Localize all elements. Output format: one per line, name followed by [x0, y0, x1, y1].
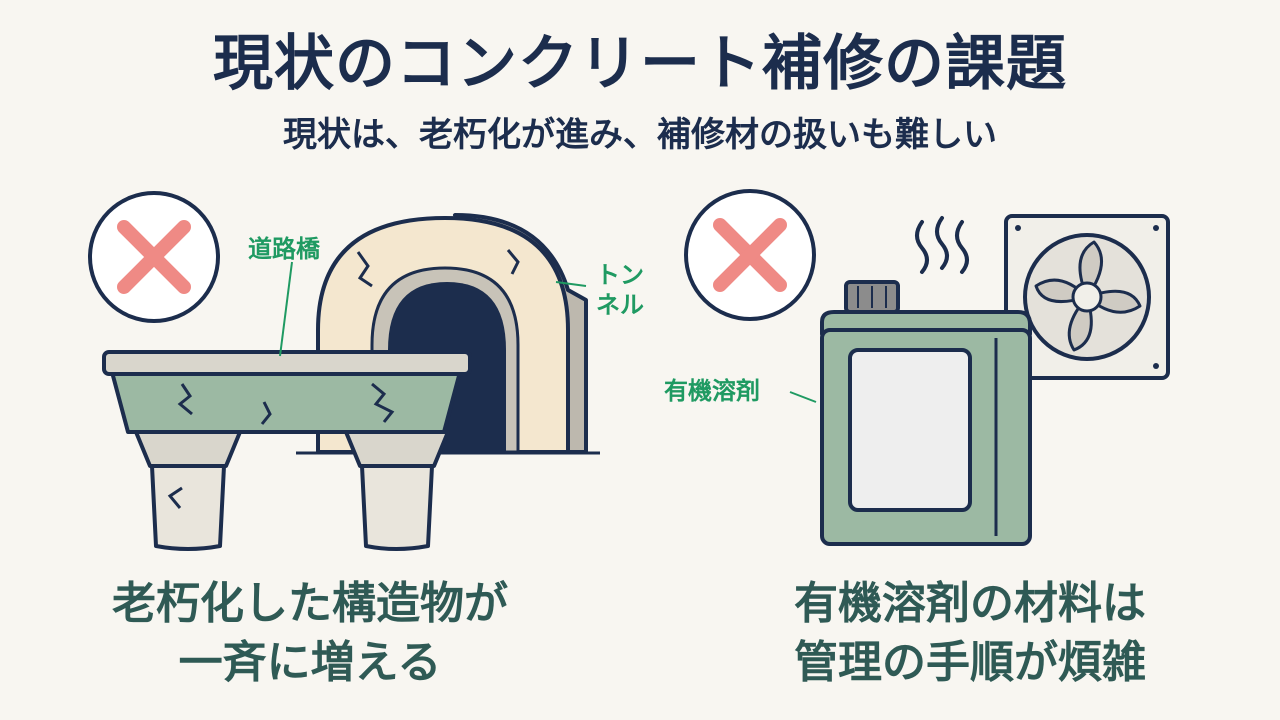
- page-subtitle: 現状は、老朽化が進み、補修材の扱いも難しい: [283, 115, 997, 155]
- cross-mark-icon: [88, 191, 220, 323]
- right-caption: 有機溶剤の材料は 管理の手順が煩雑: [720, 574, 1220, 693]
- label-tunnel-line2: ネル: [596, 291, 644, 319]
- right-caption-line2: 管理の手順が煩雑: [794, 637, 1146, 689]
- left-caption: 老朽化した構造物が 一斉に増える: [60, 574, 560, 693]
- leader-tunnel: [555, 281, 587, 287]
- leader-bridge: [279, 261, 293, 357]
- solvent-can-icon: [820, 280, 1032, 546]
- label-solvent: 有機溶剤: [664, 377, 760, 405]
- right-caption-line1: 有機溶剤の材料は: [794, 578, 1146, 629]
- bridge-icon: [102, 350, 472, 551]
- left-caption-line2: 一斉に増える: [178, 637, 442, 689]
- page-title: 現状のコンクリート補修の課題: [213, 29, 1067, 99]
- fumes-icon: [915, 216, 969, 274]
- label-tunnel-line1: トン: [596, 261, 644, 289]
- label-bridge: 道路橋: [248, 235, 320, 263]
- leader-solvent: [789, 391, 817, 403]
- left-caption-line1: 老朽化した構造物が: [112, 578, 508, 629]
- exhaust-fan-icon: [1004, 214, 1170, 380]
- cross-mark-icon: [684, 189, 816, 321]
